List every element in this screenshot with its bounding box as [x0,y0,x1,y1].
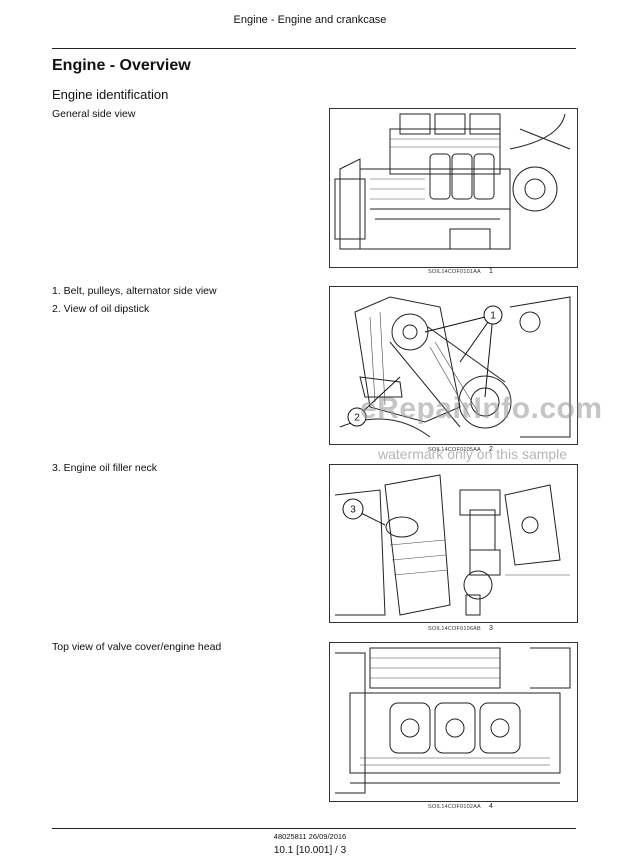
footer-page-number: 10.1 [10.001] / 3 [273,845,347,856]
footer-doc-code: 48025811 26/09/2016 [273,832,347,841]
figure-2-number: 2 [489,446,493,453]
figure-4-image [329,642,578,802]
oil-filler-neck-illustration: 3 [334,474,570,616]
figure-2-caption-1: 1. Belt, pulleys, alternator side view [52,285,217,297]
figure-2-caption-2: 2. View of oil dipstick [52,303,150,315]
callout-3: 3 [350,505,356,516]
figure-4-caption: Top view of valve cover/engine head [52,641,222,653]
section-title: Engine - Overview [52,57,191,74]
section-subtitle: Engine identification [52,87,169,102]
figure-4-number: 4 [489,803,493,810]
running-header: Engine - Engine and crankcase [233,14,387,26]
figure-3-image: 3 [329,464,578,623]
callout-circle-2 [347,407,367,427]
figure-1-caption: General side view [52,108,136,120]
callout-1: 1 [490,311,496,322]
figure-3-image-id: SOIL14COF0106AB [428,626,481,632]
callout-2: 2 [354,413,360,424]
belt-pulley-illustration: 1 2 [339,296,571,438]
figure-1-image-id: SOIL14COF0101AA [428,269,481,275]
figure-3-number: 3 [489,625,493,632]
engine-side-view-illustration [334,113,571,250]
figure-1-image [329,108,578,268]
watermark-brand: eRepairInfo.com [360,392,603,425]
footer-rule [52,828,576,829]
valve-cover-top-view-illustration [335,647,571,794]
figure-1-number: 1 [489,268,493,275]
callout-circle-3 [342,498,364,520]
figure-2-image-id: SOIL14COF0105AA [428,447,481,453]
figure-3-caption: 3. Engine oil filler neck [52,462,158,474]
header-rule [52,48,576,49]
figure-2-image: 1 2 [329,286,578,445]
figure-4-image-id: SOIL14COF0102AA [428,804,481,810]
watermark-note: watermark only on this sample [378,446,568,462]
callout-circle-1 [483,305,503,325]
